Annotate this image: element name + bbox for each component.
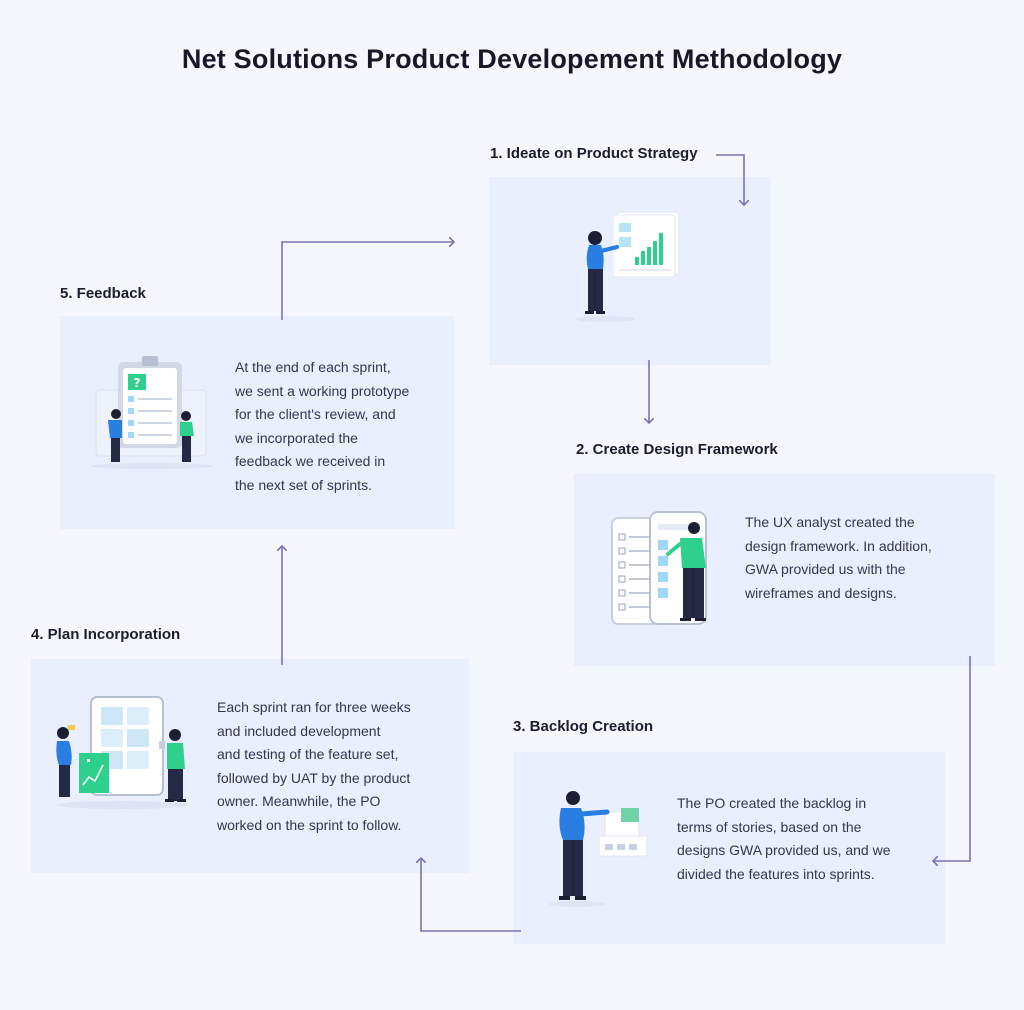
step-1-heading: 1. Ideate on Product Strategy — [490, 145, 698, 162]
arrow-step2-to-step3 — [933, 656, 971, 861]
step-4-heading: 4. Plan Incorporation — [31, 626, 181, 643]
arrow-step3-to-step4 — [421, 858, 521, 932]
team-planning-illustration — [56, 696, 189, 809]
step-4-card: Each sprint ran for three weeks and incl… — [31, 659, 469, 873]
man-with-phone-wireframe-illustration — [611, 511, 707, 625]
step-5-card: ? At the end of each sprint, we sent a w… — [60, 316, 455, 529]
step-3-heading: 3. Backlog Creation — [513, 718, 654, 735]
step-3-description: The PO created the backlog in terms of s… — [677, 795, 891, 882]
man-pointing-at-board-illustration — [549, 791, 648, 907]
clipboard-feedback-illustration: ? — [92, 356, 212, 469]
step-2-card: The UX analyst created the design framew… — [574, 474, 995, 666]
woman-presenting-chart-illustration — [575, 211, 680, 322]
step-5-heading: 5. Feedback — [60, 285, 146, 302]
step-1-card — [489, 177, 771, 365]
svg-text:?: ? — [134, 376, 141, 390]
step-2-description: The UX analyst created the design framew… — [745, 514, 932, 601]
arrow-step1-heading-to-card — [716, 154, 744, 205]
diagram-title: Net Solutions Product Developement Metho… — [181, 44, 843, 74]
arrow-step5-to-step1 — [281, 242, 454, 320]
step-4-description: Each sprint ran for three weeks and incl… — [217, 699, 411, 833]
step-5-description: At the end of each sprint, we sent a wor… — [235, 359, 410, 493]
step-2-heading: 2. Create Design Framework — [576, 441, 778, 458]
step-3-card: The PO created the backlog in terms of s… — [513, 752, 945, 944]
